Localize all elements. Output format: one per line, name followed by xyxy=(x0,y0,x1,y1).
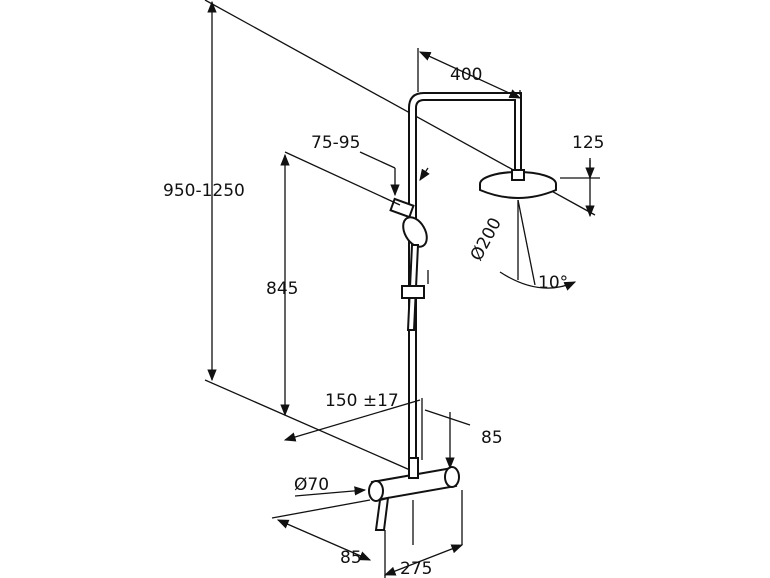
wall-offset-dimension: 85 xyxy=(271,499,372,568)
pipe-offset-dimension: 85 xyxy=(424,409,503,470)
pipe-offset-label: 85 xyxy=(481,428,503,448)
mixer-body xyxy=(368,457,460,545)
hand-shower xyxy=(389,197,429,331)
rail-height-dimension: 845 xyxy=(266,151,401,417)
rail-height-label: 845 xyxy=(266,279,298,299)
mixer-width-dimension: 275 xyxy=(383,490,464,578)
outlet-spacing-dimension: 150 ±17 xyxy=(283,391,423,460)
tilt-angle-label: 10° xyxy=(538,273,568,293)
total-height-label: 950-1250 xyxy=(163,181,245,201)
arm-length-label: 400 xyxy=(450,65,482,85)
handle-diameter-dimension: Ø70 xyxy=(294,475,367,497)
handle-diameter-label: Ø70 xyxy=(294,475,329,495)
holder-range-label: 75-95 xyxy=(311,133,360,153)
holder-range-dimension: 75-95 xyxy=(311,133,430,197)
wall-offset-label: 85 xyxy=(340,548,362,568)
head-height-label: 125 xyxy=(572,133,604,153)
outlet-spacing-label: 150 ±17 xyxy=(325,391,399,411)
head-height-dimension: 125 xyxy=(560,133,604,218)
shower-riser xyxy=(408,92,522,471)
head-diameter-label: Ø200 xyxy=(467,214,506,264)
arm-length-dimension: 400 xyxy=(417,48,522,99)
shower-head xyxy=(479,169,577,291)
mixer-width-label: 275 xyxy=(400,559,432,578)
